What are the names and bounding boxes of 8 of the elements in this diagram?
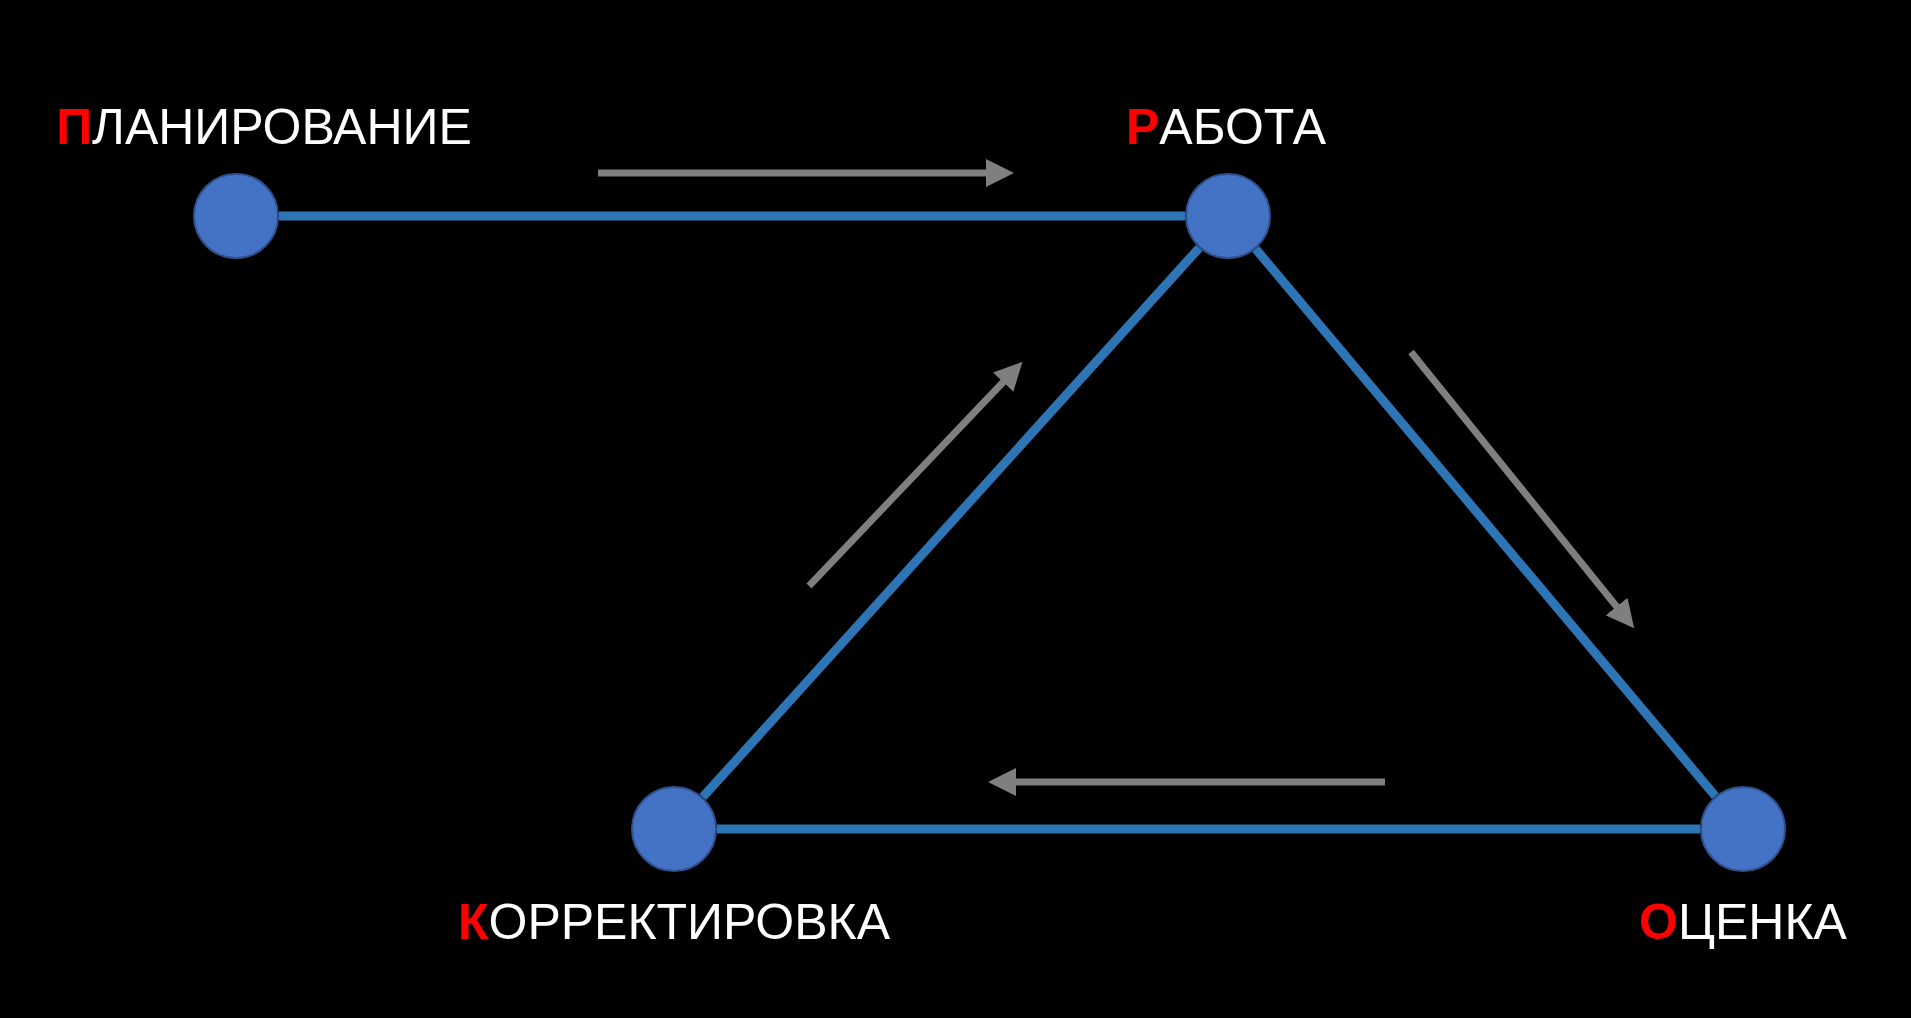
connector-line — [1252, 246, 1719, 799]
node-label: ОЦЕНКА — [1639, 897, 1847, 947]
connector-line — [279, 211, 1185, 221]
connector-line — [699, 244, 1203, 801]
node-label: ПЛАНИРОВАНИЕ — [56, 102, 472, 152]
connector-line — [717, 824, 1700, 834]
node-label: РАБОТА — [1125, 102, 1327, 152]
node-label: КОРРЕКТИРОВКА — [458, 897, 890, 947]
